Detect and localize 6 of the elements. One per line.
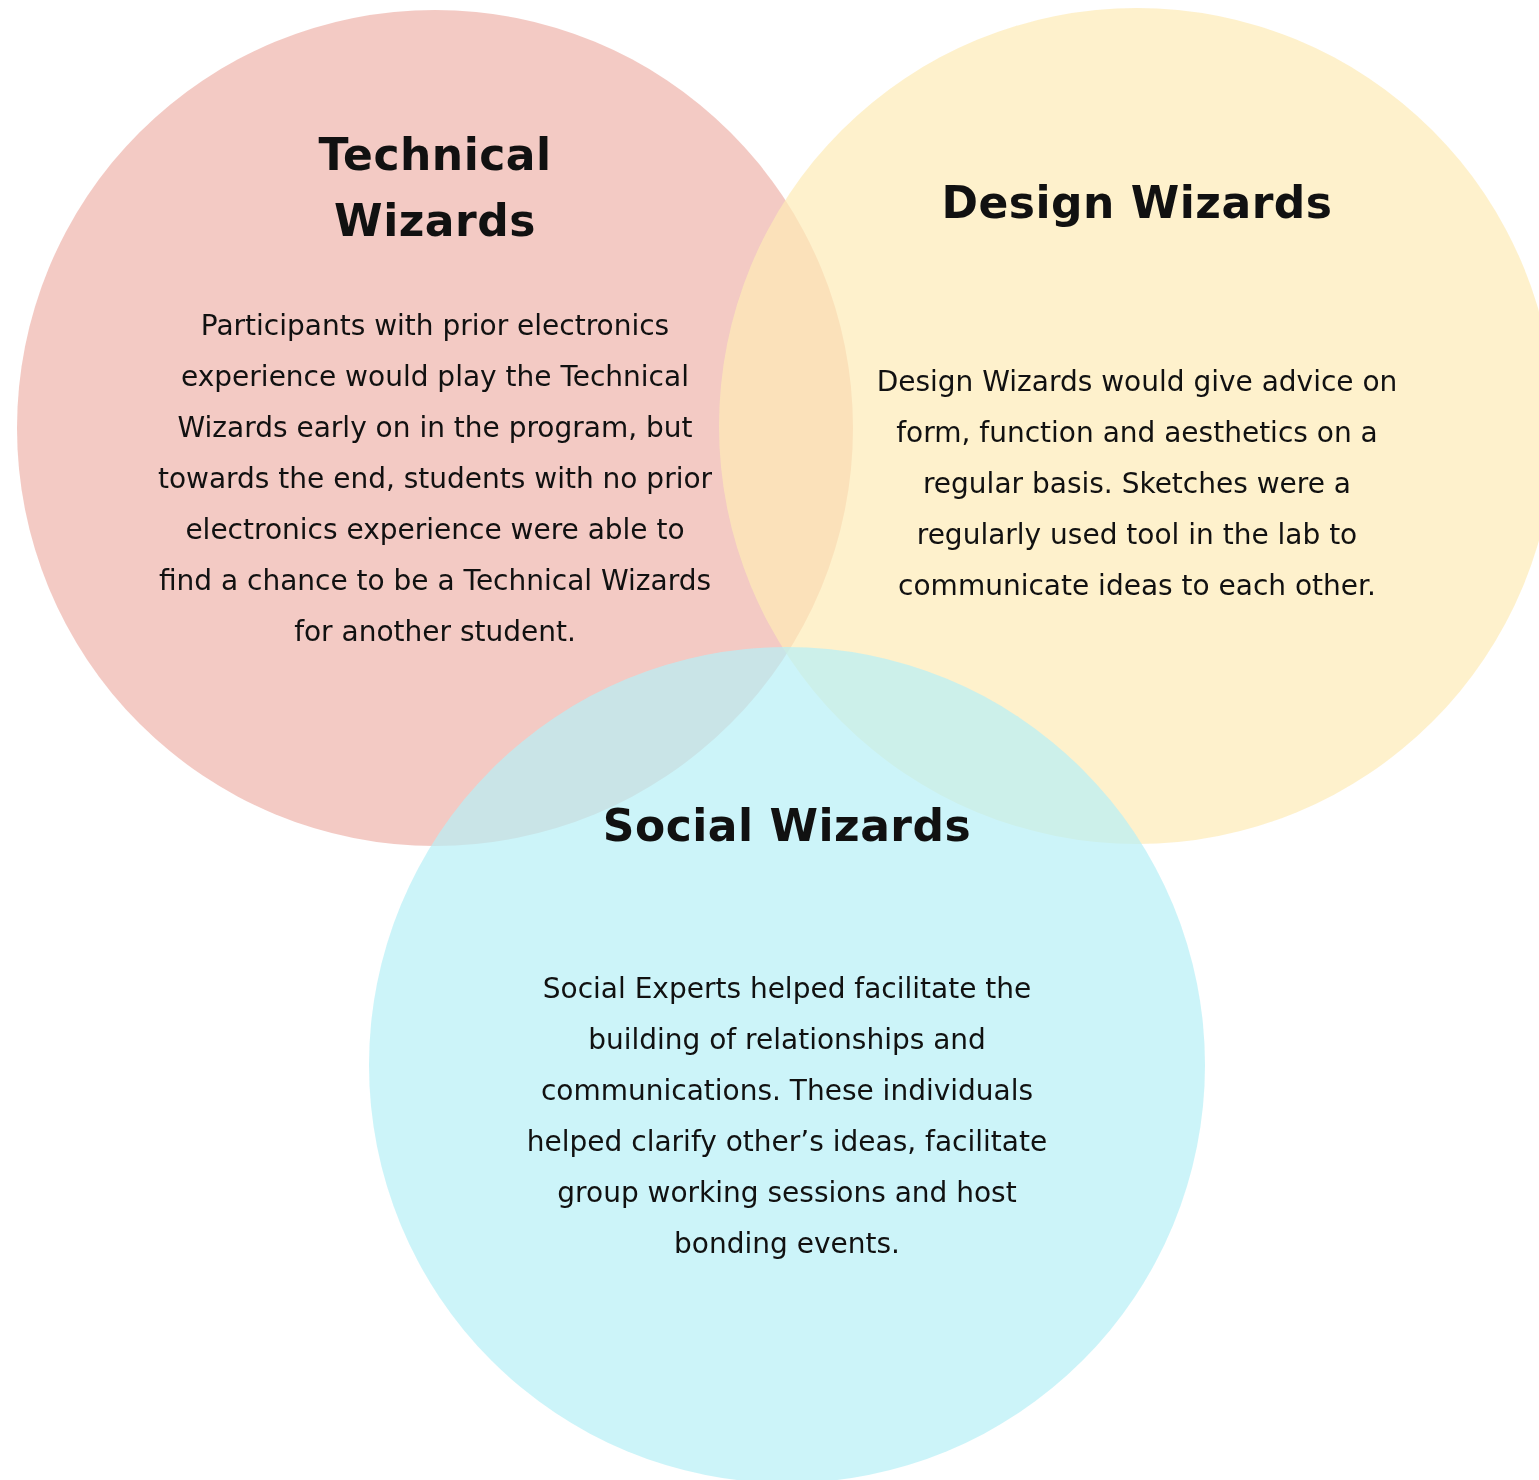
circle-description: Social Experts helped facilitate the building of relationships and communications. These individuals helped clarify other’s ideas, facilitate group working sessions and host bonding events. <box>525 971 1049 1262</box>
circle-heading: Technical Wizards <box>317 128 553 248</box>
circle-description: Design Wizards would give advice on form, function and aesthetics on a regular basis. Sketches were a regularly used tool in the lab to communicate ideas to each other. <box>875 364 1399 604</box>
circle-heading: Social Wizards <box>601 799 973 853</box>
circle-heading: Design Wizards <box>940 176 1334 230</box>
circle-description: Participants with prior electronics experience would play the Technical Wizards early on in the program, but towards the end, students with no prior electronics experience were able to find a chance to be a Technical Wizards for another student. <box>157 308 713 650</box>
